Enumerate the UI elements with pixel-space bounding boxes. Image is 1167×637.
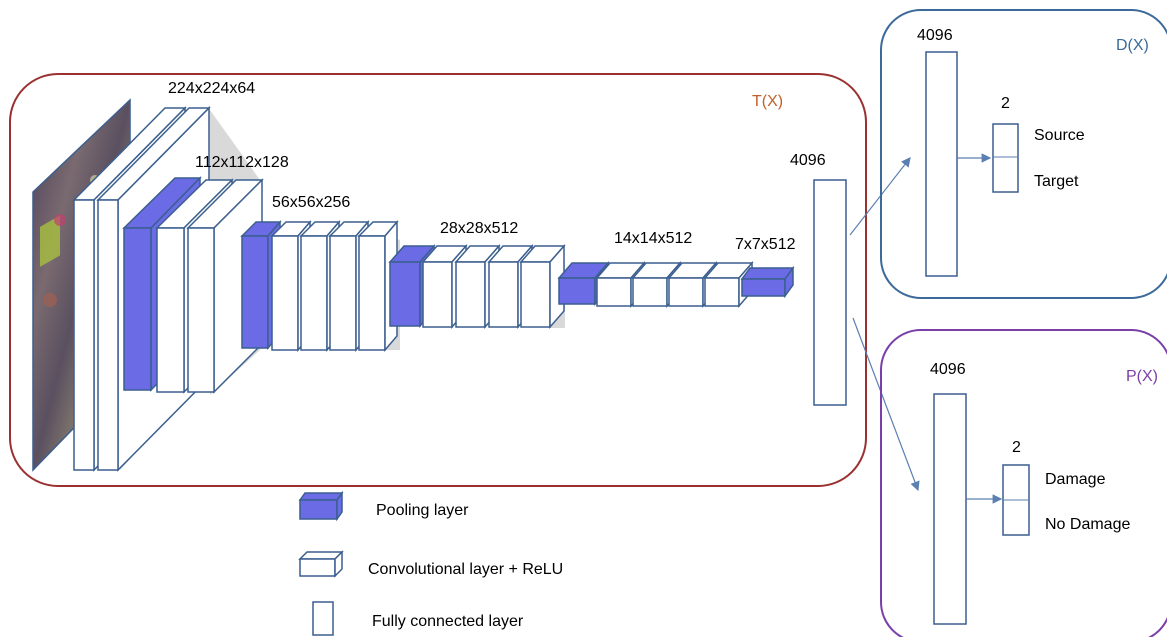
conv-layer [703, 260, 754, 309]
stage-label-1: 224x224x64 [168, 80, 255, 97]
feature-extractor-frame [9, 73, 867, 487]
stage-label-2: 112x112x128 [195, 154, 289, 171]
domain-output-target: Target [1034, 173, 1079, 190]
damage-classifier-label: P(X) [1126, 368, 1158, 385]
legend-label-fc: Fully connected layer [372, 613, 524, 630]
pooling-layer-icon [298, 490, 344, 522]
damage-output-damage: Damage [1045, 471, 1106, 488]
conv-stage-5 [557, 260, 754, 309]
legend-label-conv: Convolutional layer + ReLU [368, 561, 563, 578]
stage-label-6: 7x7x512 [735, 236, 796, 253]
pooling-layer [240, 219, 282, 351]
fc-label: 4096 [790, 152, 826, 169]
fc-layer-icon [312, 601, 334, 636]
damage-output-size: 2 [1012, 439, 1021, 456]
damage-output-no-damage: No Damage [1045, 516, 1130, 533]
conv-layer-icon [298, 550, 344, 578]
domain-fc-layer [925, 51, 958, 277]
damage-classifier-frame [880, 329, 1167, 637]
domain-classifier-label: D(X) [1116, 37, 1149, 54]
domain-fc-label: 4096 [917, 27, 953, 44]
conv-stage-4 [388, 244, 566, 329]
arrow-to-damage-head [852, 317, 920, 492]
conv-layer [519, 244, 566, 329]
domain-output-layer [992, 123, 1019, 193]
legend: Pooling layer Convolutional layer + ReLU… [298, 490, 563, 636]
conv-layer [595, 260, 646, 309]
domain-output-source: Source [1034, 127, 1085, 144]
domain-classifier-frame [880, 9, 1167, 299]
stage-label-3: 56x56x256 [272, 194, 350, 211]
damage-fc-label: 4096 [930, 361, 966, 378]
legend-label-pooling: Pooling layer [376, 502, 469, 519]
stage-label-5: 14x14x512 [614, 230, 692, 247]
domain-output-size: 2 [1001, 95, 1010, 112]
conv-layer [299, 219, 341, 353]
feature-extractor-label: T(X) [752, 93, 783, 110]
damage-fc-layer [933, 393, 967, 625]
stage-label-4: 28x28x512 [440, 220, 518, 237]
fc-layer [813, 179, 847, 406]
pooling-layer [740, 265, 795, 299]
conv-layer [357, 219, 399, 353]
conv-stage-3 [240, 219, 399, 353]
